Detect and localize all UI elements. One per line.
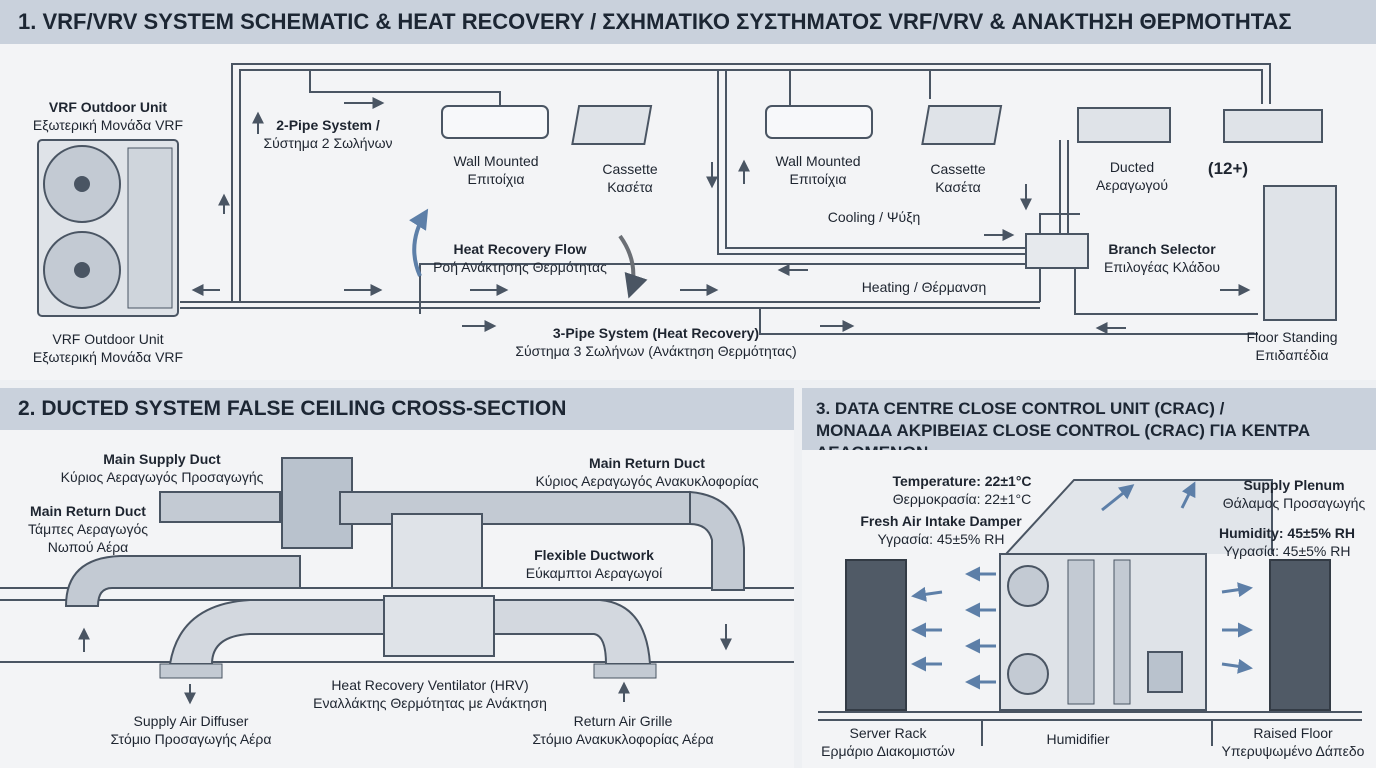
wall-mounted-unit-2 [765,105,873,139]
unit-count-label: (12+) [1207,159,1249,178]
floor-standing-unit [1263,185,1337,321]
heat-recovery-arrow-up [409,208,429,277]
crac-coil-1 [1067,559,1095,705]
hrv-unit [383,595,495,657]
hrv-upper-box [391,513,483,589]
humidifier-unit [1147,651,1183,693]
flow-arrows [191,97,1251,334]
crac-fan-upper [1007,565,1049,607]
section3-header: 3. DATA CENTRE CLOSE CONTROL UNIT (CRAC)… [802,388,1376,462]
section1-title: 1. VRF/VRV SYSTEM SCHEMATIC & HEAT RECOV… [18,9,1292,34]
crac-unit-drawing [818,479,1362,746]
flexible-duct-left [168,599,385,665]
ducted-unit [1077,107,1171,143]
cassette-unit-2 [921,105,1003,145]
ducted-cross-section-drawing [0,457,794,705]
section3-title-line1: 3. DATA CENTRE CLOSE CONTROL UNIT (CRAC)… [816,399,1225,418]
three-pipe-label: 3-Pipe System (Heat Recovery)Σύστημα 3 Σ… [515,325,797,359]
ducted-flow-arrows [78,624,732,705]
server-rack-left [845,559,907,711]
flexible-duct-right [493,599,652,665]
supply-plenum-duct [1005,479,1273,555]
section1-header: 1. VRF/VRV SYSTEM SCHEMATIC & HEAT RECOV… [0,0,1376,44]
refrigerant-pipes [180,63,1271,335]
wall-mounted-unit-1 [441,105,549,139]
return-elbow-right [689,490,745,591]
section2-header: 2. DUCTED SYSTEM FALSE CEILING CROSS-SEC… [0,388,794,430]
branch-selector-box [1025,233,1089,269]
main-supply-duct [159,491,281,523]
humidifier-label: Humidifier [1046,731,1110,747]
heating-label: Heating / Θέρμανση [861,279,987,295]
supply-diffuser [159,663,223,679]
ducted-unit-2 [1223,109,1323,143]
heat-recovery-arrow-down [618,234,648,299]
server-rack-right [1269,559,1331,711]
vrf-outdoor-unit [37,139,179,317]
return-grille [593,663,657,679]
section2-title: 2. DUCTED SYSTEM FALSE CEILING CROSS-SEC… [18,397,567,420]
cassette-unit-1 [571,105,653,145]
two-pipe-label: 2-Pipe System /Σύστημα 2 Σωλήνων [263,117,393,151]
crac-fan-lower [1007,653,1049,695]
crac-coil-2 [1113,559,1131,705]
hrv-label: Heat Recovery Ventilator (HRV)Εναλλάκτης… [313,677,547,711]
crac-airflow-arrows [911,481,1253,690]
vrf-schematic-drawing [37,63,1337,335]
cooling-label: Cooling / Ψύξη [827,209,921,225]
main-return-duct-left [64,555,301,607]
